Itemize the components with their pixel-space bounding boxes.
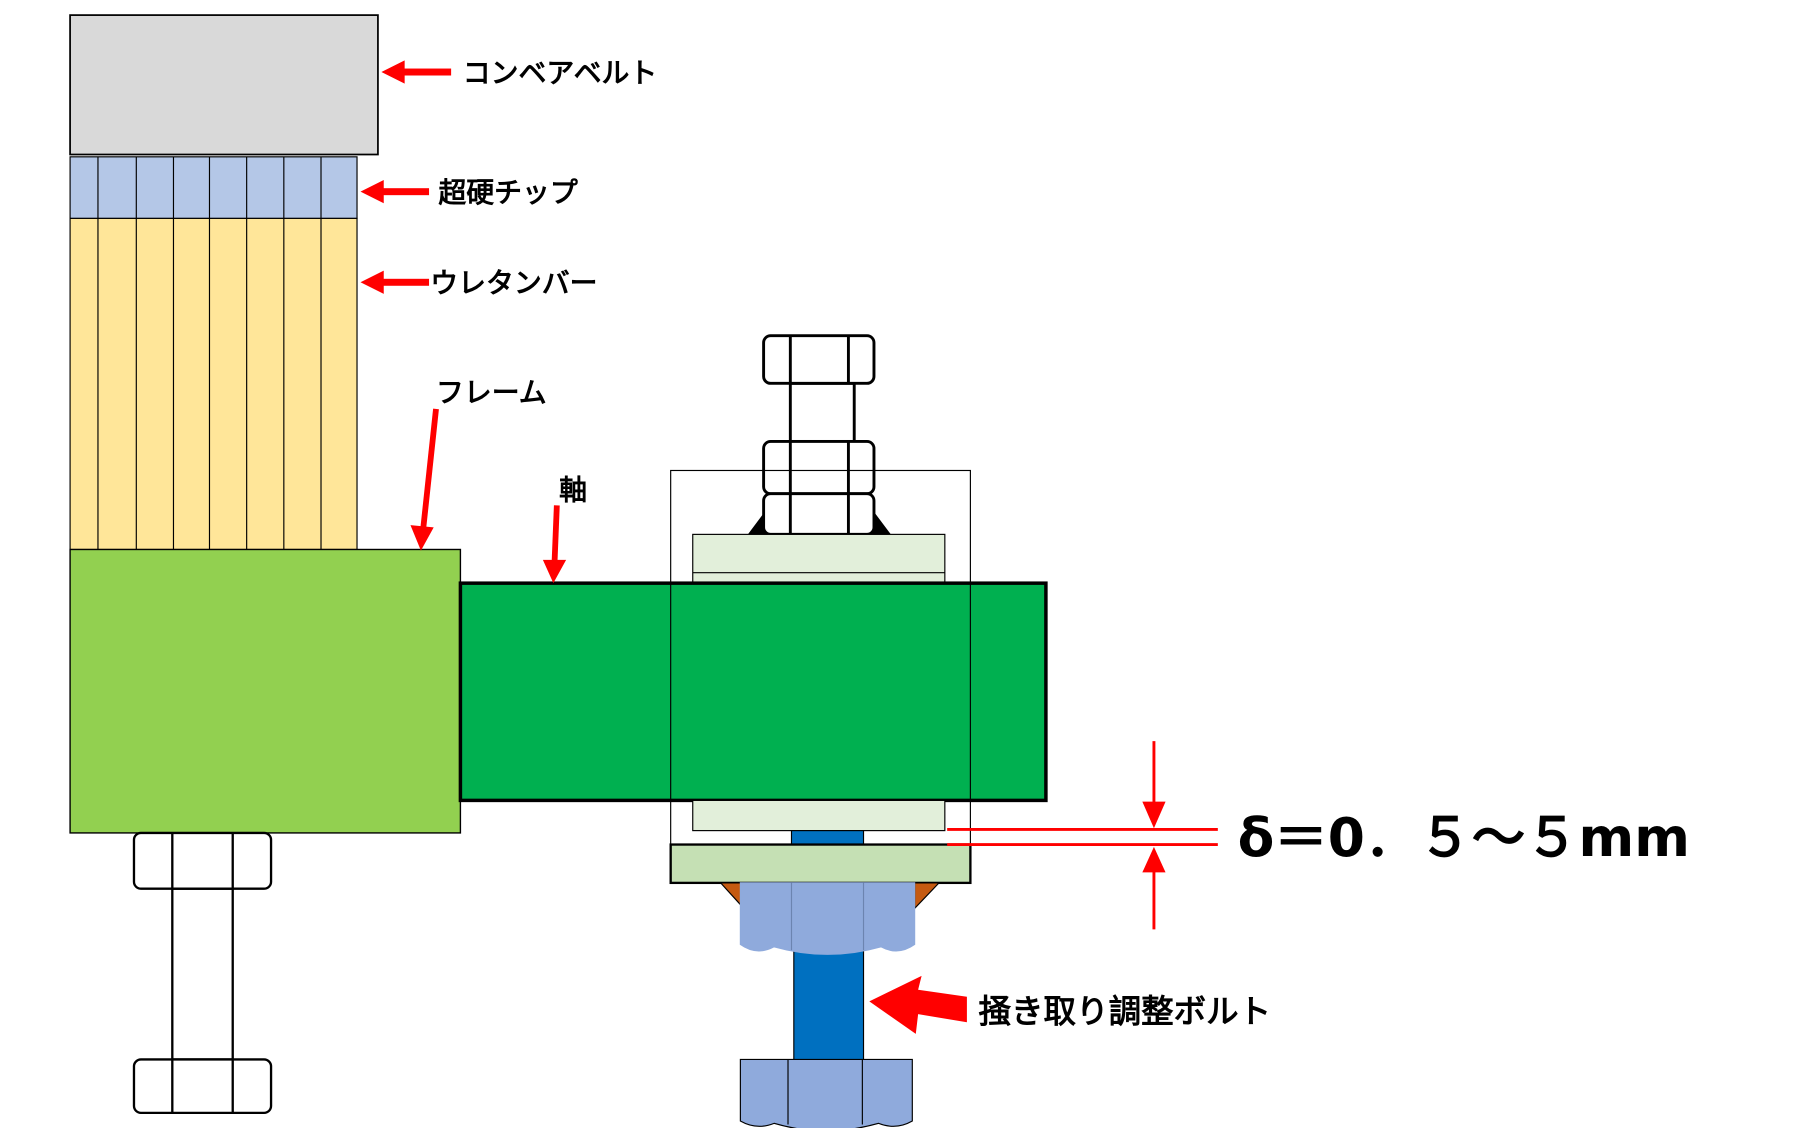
label-urethane-bar: ウレタンバー (430, 267, 597, 300)
label-adjust-bolt: 掻き取り調整ボルト (979, 992, 1272, 1030)
label-conveyor-belt: コンベアベルト (463, 56, 658, 89)
carbide-tips (69, 156, 358, 219)
arrow-icon (360, 180, 430, 204)
adjust-bolt (739, 882, 916, 1128)
adjust-bolt-tip (790, 830, 865, 846)
label-shaft: 軸 (559, 474, 587, 507)
frame (69, 548, 462, 834)
label-carbide-tip: 超硬チップ (438, 176, 577, 209)
frame-bolt (132, 831, 273, 1115)
label-arrows (360, 60, 967, 1034)
top-bolt (746, 334, 892, 536)
arrow-icon (381, 60, 452, 84)
arrow-icon (869, 975, 967, 1034)
shaft (458, 581, 1048, 803)
bar-dividers (97, 156, 322, 550)
base-plate (669, 843, 972, 885)
upper-spacer (692, 533, 946, 584)
weld (914, 882, 941, 910)
clearance-dimension (947, 741, 1218, 930)
arrow-icon (410, 408, 439, 551)
label-frame: フレーム (436, 376, 547, 409)
arrow-icon (542, 505, 567, 584)
arrow-icon (360, 270, 430, 294)
label-clearance: δ＝0．５～５mm (1238, 806, 1690, 869)
urethane-bars (69, 217, 358, 551)
lower-spacer (692, 799, 946, 832)
conveyor-belt (69, 14, 379, 156)
